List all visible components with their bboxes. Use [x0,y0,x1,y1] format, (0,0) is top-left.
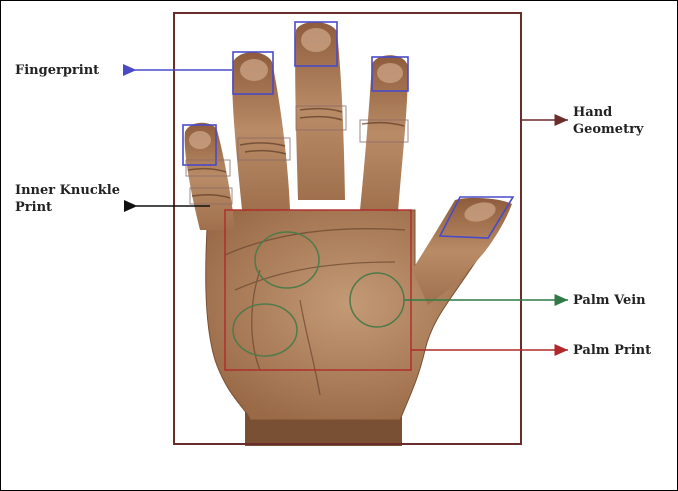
palm-print-label: Palm Print [573,342,651,359]
inner-knuckle-print-label: Inner Knuckle Print [15,182,120,216]
palm-vein-label: Palm Vein [573,292,646,309]
hand-geometry-label: Hand Geometry [573,104,643,138]
fingerprint-label: Fingerprint [15,62,99,79]
